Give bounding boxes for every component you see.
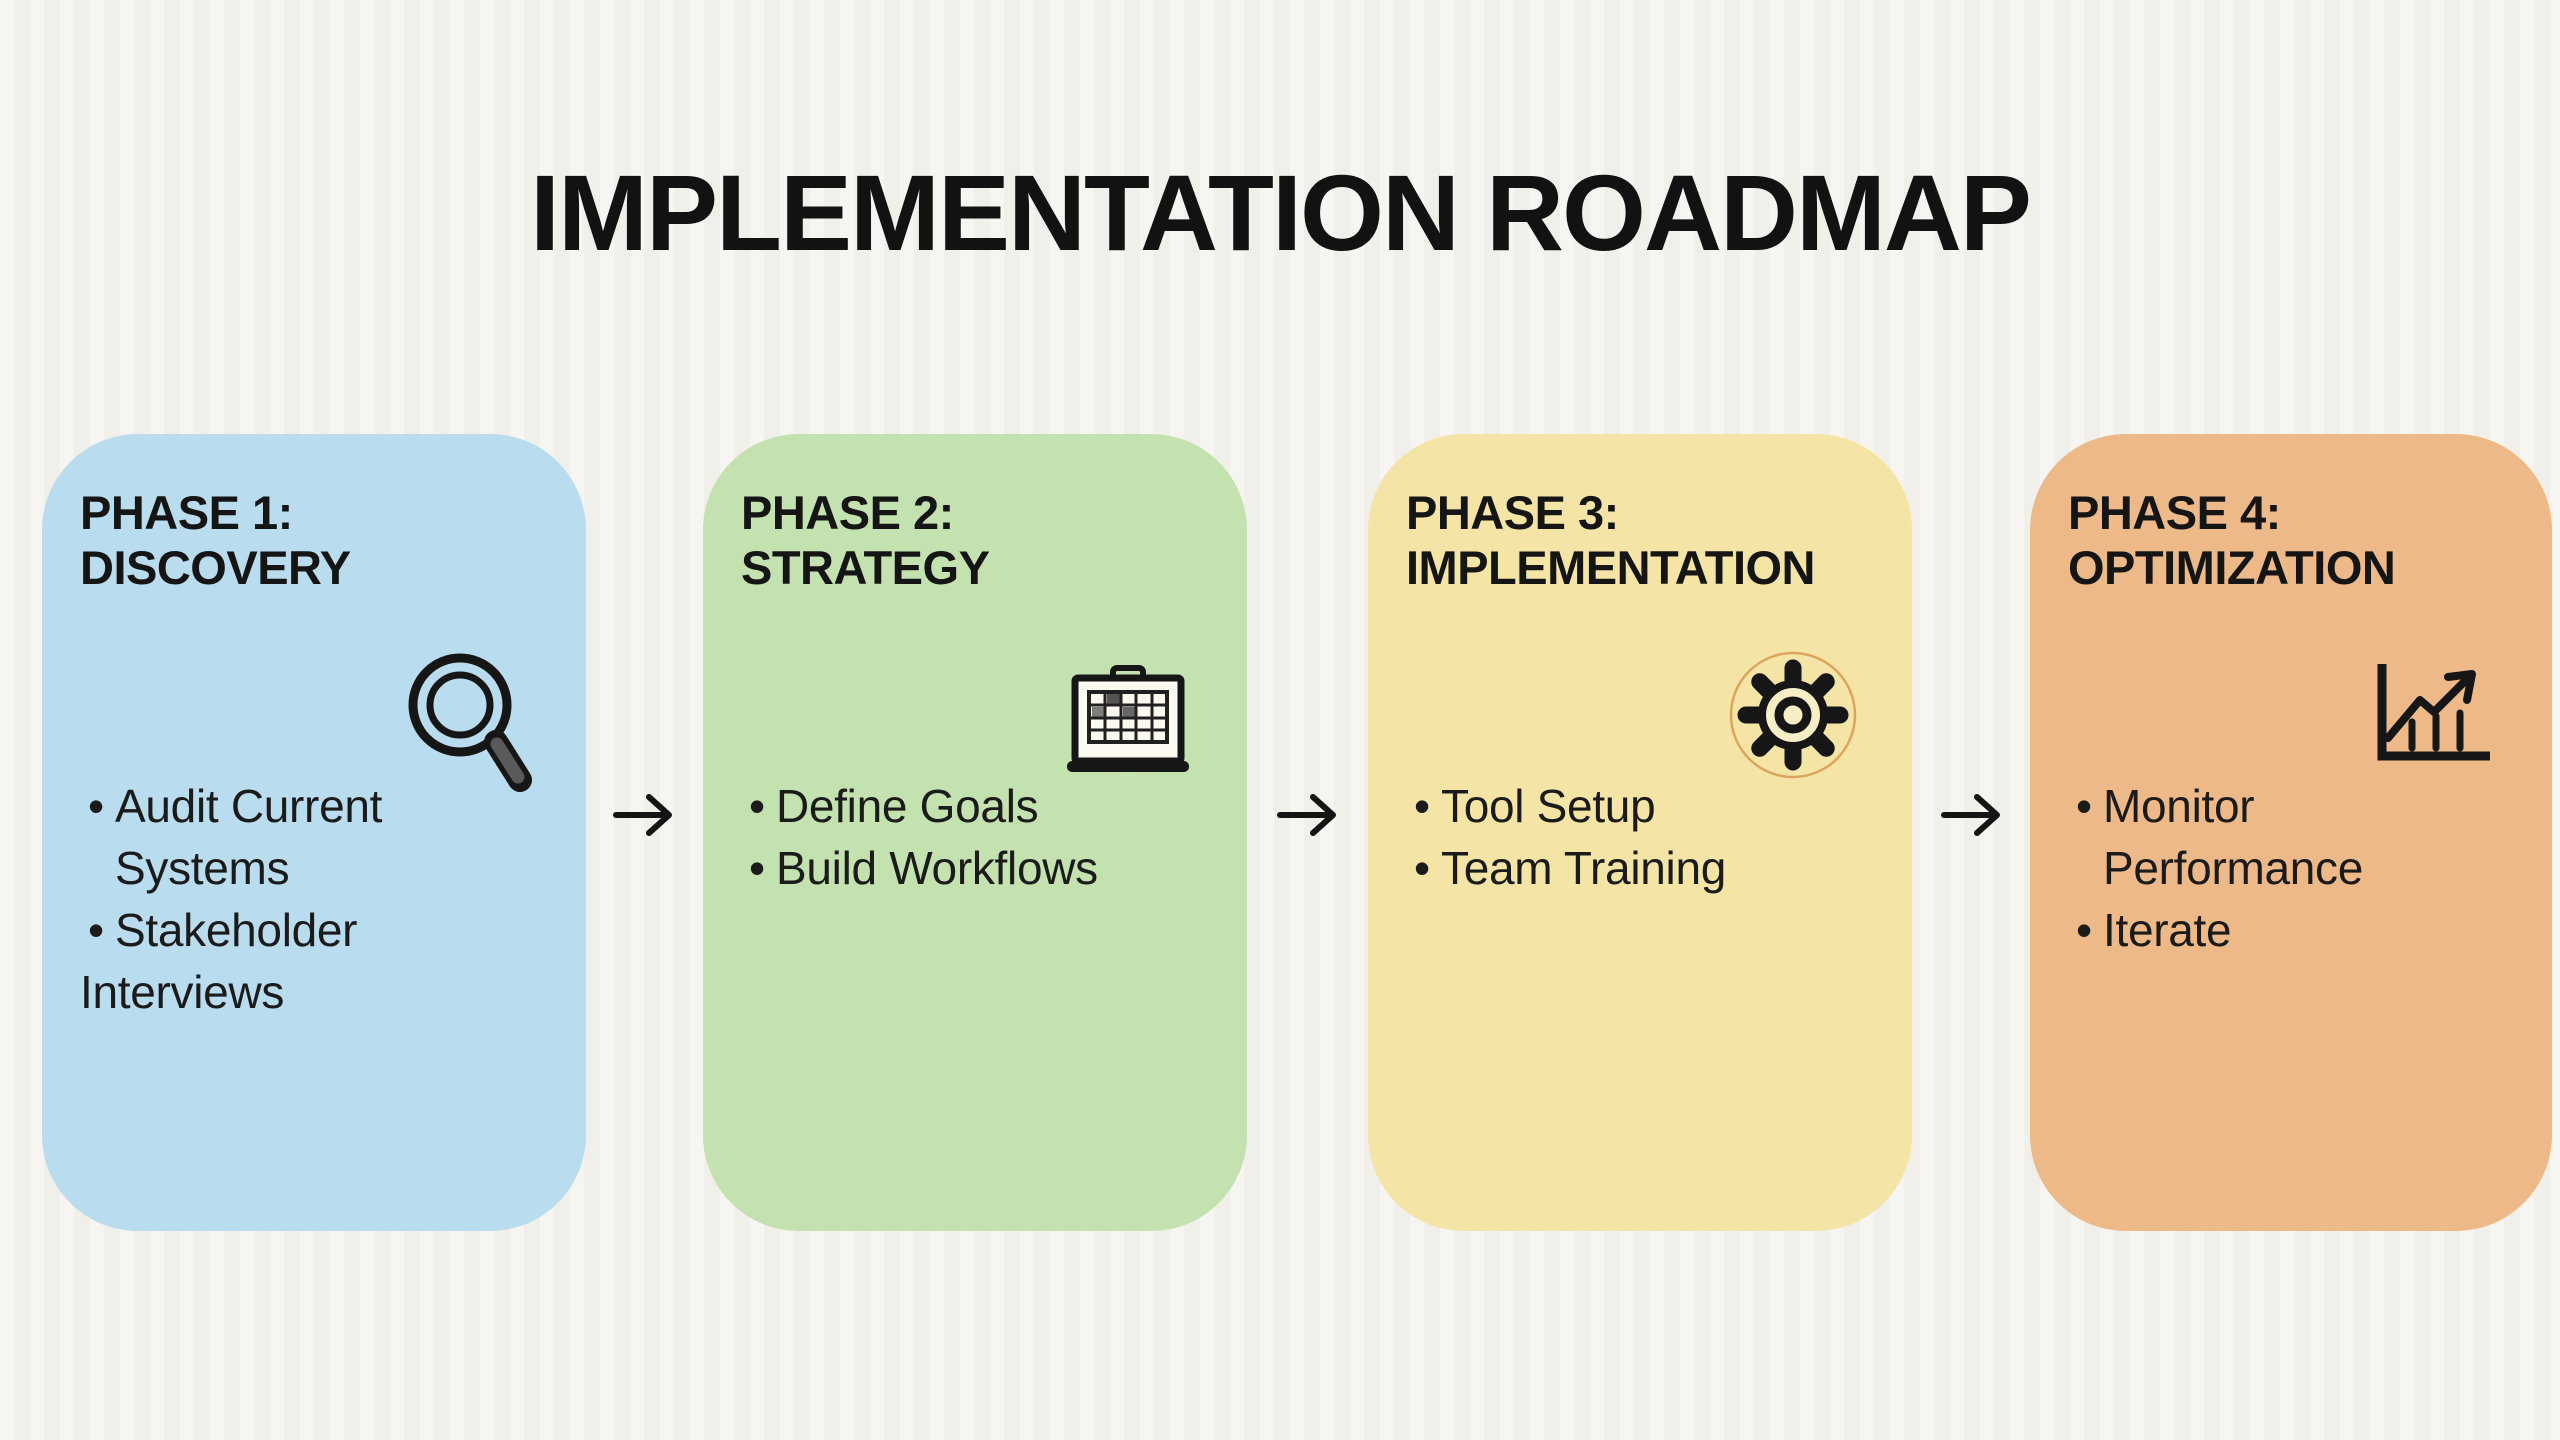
arrow-right-icon bbox=[613, 794, 672, 836]
list-item: • Tool Setup bbox=[1414, 775, 1882, 837]
arrow-right-icon bbox=[1277, 794, 1336, 836]
phase-1-heading-line2: DISCOVERY bbox=[80, 541, 351, 594]
list-item: • Define Goals bbox=[749, 775, 1217, 837]
phase-3-icon-box bbox=[1728, 650, 1858, 800]
page-title: IMPLEMENTATION ROADMAP bbox=[530, 152, 2032, 273]
bullet-dot: • bbox=[2076, 904, 2092, 956]
bullet-dot: • bbox=[1414, 780, 1430, 832]
phase-1-icon-box bbox=[402, 650, 532, 800]
list-item: • Team Training bbox=[1414, 837, 1882, 899]
phase-4-card: PHASE 4: OPTIMIZATION • Monitor Performa… bbox=[2030, 434, 2552, 1231]
list-item-text: Stakeholder bbox=[115, 904, 358, 956]
bullet-dot: • bbox=[88, 904, 104, 956]
phase-2-heading: PHASE 2: STRATEGY bbox=[703, 485, 1247, 595]
growth-chart-icon bbox=[2377, 664, 2490, 761]
phase-4-heading: PHASE 4: OPTIMIZATION bbox=[2030, 485, 2552, 595]
phase-4-task-list: • Monitor Performance • Iterate bbox=[2068, 775, 2522, 961]
phase-1-heading: PHASE 1: DISCOVERY bbox=[42, 485, 586, 595]
list-item-text: Iterate bbox=[2103, 904, 2232, 956]
list-item-text: Tool Setup bbox=[1441, 780, 1656, 832]
phase-1-task-list: • Audit Current Systems • Stakeholder In… bbox=[80, 775, 556, 1023]
list-item: • Monitor bbox=[2076, 775, 2522, 837]
phase-1-heading-line1: PHASE 1: bbox=[80, 486, 293, 539]
gear-icon bbox=[1729, 651, 1857, 779]
list-item-wrap: Interviews bbox=[80, 966, 285, 1018]
list-item-text: Audit Current bbox=[115, 780, 383, 832]
bullet-dot: • bbox=[2076, 780, 2092, 832]
phase-3-heading-line2: IMPLEMENTATION bbox=[1406, 541, 1816, 594]
bullet-dot: • bbox=[749, 780, 765, 832]
list-item: • Iterate bbox=[2076, 899, 2522, 961]
phase-3-heading-line1: PHASE 3: bbox=[1406, 486, 1619, 539]
phase-2-heading-line1: PHASE 2: bbox=[741, 486, 954, 539]
arrow-right-icon bbox=[1941, 794, 2000, 836]
bullet-dot: • bbox=[749, 842, 765, 894]
bullet-dot: • bbox=[88, 780, 104, 832]
phase-3-task-list: • Tool Setup • Team Training bbox=[1406, 775, 1882, 899]
phase-1-card: PHASE 1: DISCOVERY • Audit Current Syste… bbox=[42, 434, 586, 1231]
phase-4-heading-line1: PHASE 4: bbox=[2068, 486, 2281, 539]
list-item: • Audit Current bbox=[88, 775, 556, 837]
planning-board-icon bbox=[1067, 665, 1189, 772]
bullet-dot: • bbox=[1414, 842, 1430, 894]
phase-2-icon-box bbox=[1063, 650, 1193, 800]
phase-2-heading-line2: STRATEGY bbox=[741, 541, 990, 594]
phase-3-heading: PHASE 3: IMPLEMENTATION bbox=[1368, 485, 1912, 595]
list-item: • Stakeholder bbox=[88, 899, 556, 961]
list-item-text: Define Goals bbox=[776, 780, 1039, 832]
list-item: • Build Workflows bbox=[749, 837, 1217, 899]
phase-4-heading-line2: OPTIMIZATION bbox=[2068, 541, 2396, 594]
phase-3-card: PHASE 3: IMPLEMENTATION bbox=[1368, 434, 1912, 1231]
phase-2-card: PHASE 2: STRATEGY • bbox=[703, 434, 1247, 1231]
magnifying-glass-icon bbox=[408, 653, 532, 792]
list-item-wrap: Systems bbox=[115, 842, 290, 894]
phase-4-icon-box bbox=[2368, 650, 2498, 800]
phase-2-task-list: • Define Goals • Build Workflows bbox=[741, 775, 1217, 899]
list-item-text: Monitor bbox=[2103, 780, 2255, 832]
list-item-wrap: Performance bbox=[2103, 842, 2364, 894]
list-item-text: Build Workflows bbox=[776, 842, 1098, 894]
list-item-text: Team Training bbox=[1441, 842, 1727, 894]
